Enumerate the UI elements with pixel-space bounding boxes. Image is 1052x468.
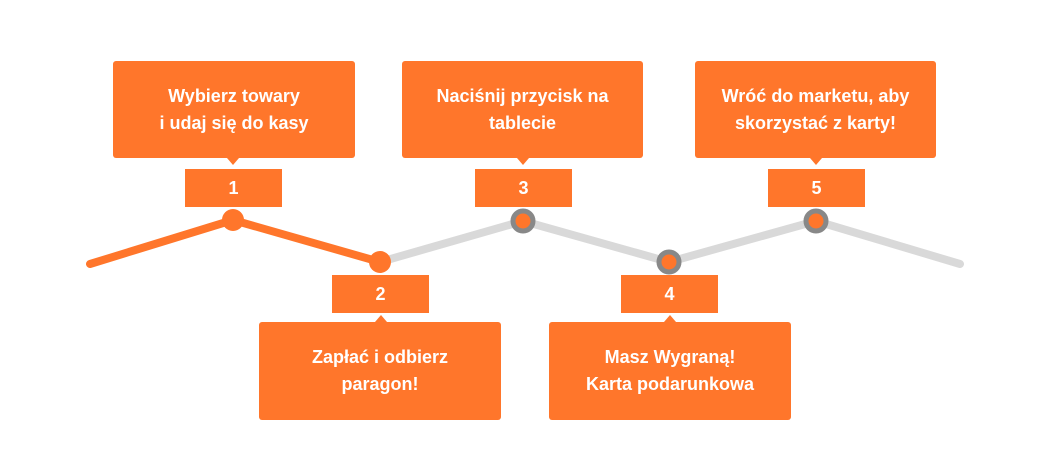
step-3-text: Naciśnij przycisk na tablecie: [436, 85, 609, 133]
step-5-text: Wróć do marketu, aby skorzystać z karty!: [721, 85, 910, 133]
step-3-dot: [510, 208, 536, 234]
step-3-card: Naciśnij przycisk na tablecie: [402, 61, 643, 158]
step-5-number: 5: [768, 169, 865, 207]
step-2-card: Zapłać i odbierz paragon!: [259, 322, 501, 420]
step-2-text: Zapłać i odbierz paragon!: [311, 347, 449, 394]
step-1-dot: [222, 209, 244, 231]
step-4-text: Masz Wygraną! Karta podarunkowa: [585, 347, 755, 394]
step-4-dot: [656, 249, 682, 275]
step-1-text: Wybierz towary i udaj się do kasy: [159, 85, 309, 133]
step-4-number: 4: [621, 275, 718, 313]
step-5-dot: [803, 208, 829, 234]
step-5-pointer: [810, 158, 822, 165]
step-1-pointer: [227, 158, 239, 165]
step-3-number: 3: [475, 169, 572, 207]
step-1-number: 1: [185, 169, 282, 207]
step-2-pointer: [375, 315, 387, 322]
step-2-dot: [369, 251, 391, 273]
step-1-card: Wybierz towary i udaj się do kasy: [113, 61, 355, 158]
step-2-number: 2: [332, 275, 429, 313]
step-4-card: Masz Wygraną! Karta podarunkowa: [549, 322, 791, 420]
step-3-pointer: [517, 158, 529, 165]
step-5-card: Wróć do marketu, aby skorzystać z karty!: [695, 61, 936, 158]
step-4-pointer: [664, 315, 676, 322]
